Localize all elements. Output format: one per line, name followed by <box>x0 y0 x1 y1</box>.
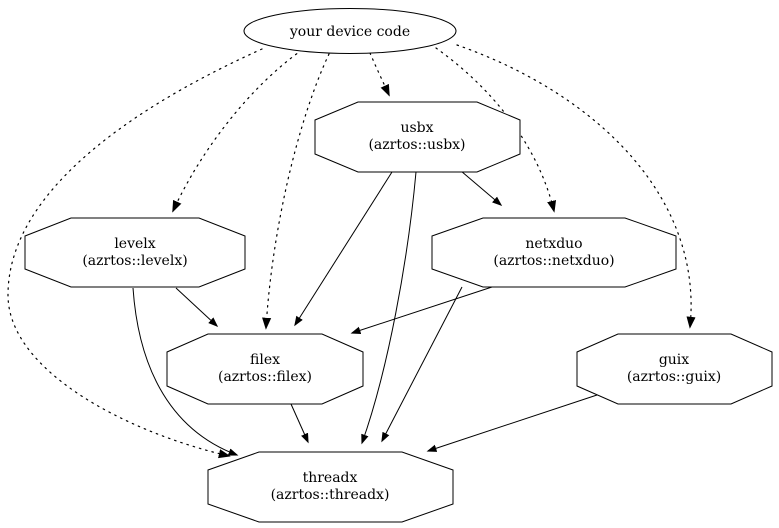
edge-filex-threadx <box>290 403 309 444</box>
nodes: your device code usbx (azrtos::usbx) lev… <box>24 8 773 523</box>
node-levelx: levelx (azrtos::levelx) <box>24 217 246 288</box>
node-filex: filex (azrtos::filex) <box>166 333 364 405</box>
node-guix: guix (azrtos::guix) <box>576 333 773 405</box>
filex-octagon <box>166 333 364 405</box>
node-levelx-label: levelx <box>114 236 155 252</box>
node-levelx-sublabel: (azrtos::levelx) <box>82 253 187 269</box>
node-usbx: usbx (azrtos::usbx) <box>314 101 521 173</box>
node-threadx-label: threadx <box>303 470 358 486</box>
edge-netxduo-filex <box>350 286 493 334</box>
edge-root-threadx <box>7 48 263 459</box>
edge-levelx-threadx <box>132 287 239 456</box>
node-netxduo-label: netxduo <box>525 236 582 252</box>
edge-netxduo-threadx <box>381 286 463 443</box>
edge-usbx-netxduo <box>460 170 503 206</box>
edge-usbx-threadx <box>361 171 417 445</box>
node-usbx-label: usbx <box>400 120 433 136</box>
node-netxduo-sublabel: (azrtos::netxduo) <box>493 253 614 269</box>
edge-levelx-filex <box>175 287 219 328</box>
node-filex-label: filex <box>250 352 280 368</box>
usbx-octagon <box>314 101 521 173</box>
threadx-octagon <box>207 451 454 523</box>
node-guix-label: guix <box>659 352 689 368</box>
node-usbx-sublabel: (azrtos::usbx) <box>368 137 465 153</box>
node-root: your device code <box>243 8 457 54</box>
edge-root-filex <box>262 53 330 330</box>
guix-octagon <box>576 333 773 405</box>
node-threadx-sublabel: (azrtos::threadx) <box>271 487 390 503</box>
root-ellipse <box>243 8 457 54</box>
edge-guix-threadx <box>426 393 601 452</box>
edge-root-guix <box>456 44 696 329</box>
node-netxduo: netxduo (azrtos::netxduo) <box>431 217 677 288</box>
netxduo-octagon <box>431 217 677 288</box>
node-root-label: your device code <box>289 24 410 40</box>
node-guix-sublabel: (azrtos::guix) <box>627 369 721 385</box>
node-filex-sublabel: (azrtos::filex) <box>218 369 312 385</box>
levelx-octagon <box>24 217 246 288</box>
edge-usbx-filex <box>294 171 393 327</box>
node-threadx: threadx (azrtos::threadx) <box>207 451 454 523</box>
edge-root-usbx <box>369 52 390 97</box>
edge-root-levelx <box>172 49 303 213</box>
